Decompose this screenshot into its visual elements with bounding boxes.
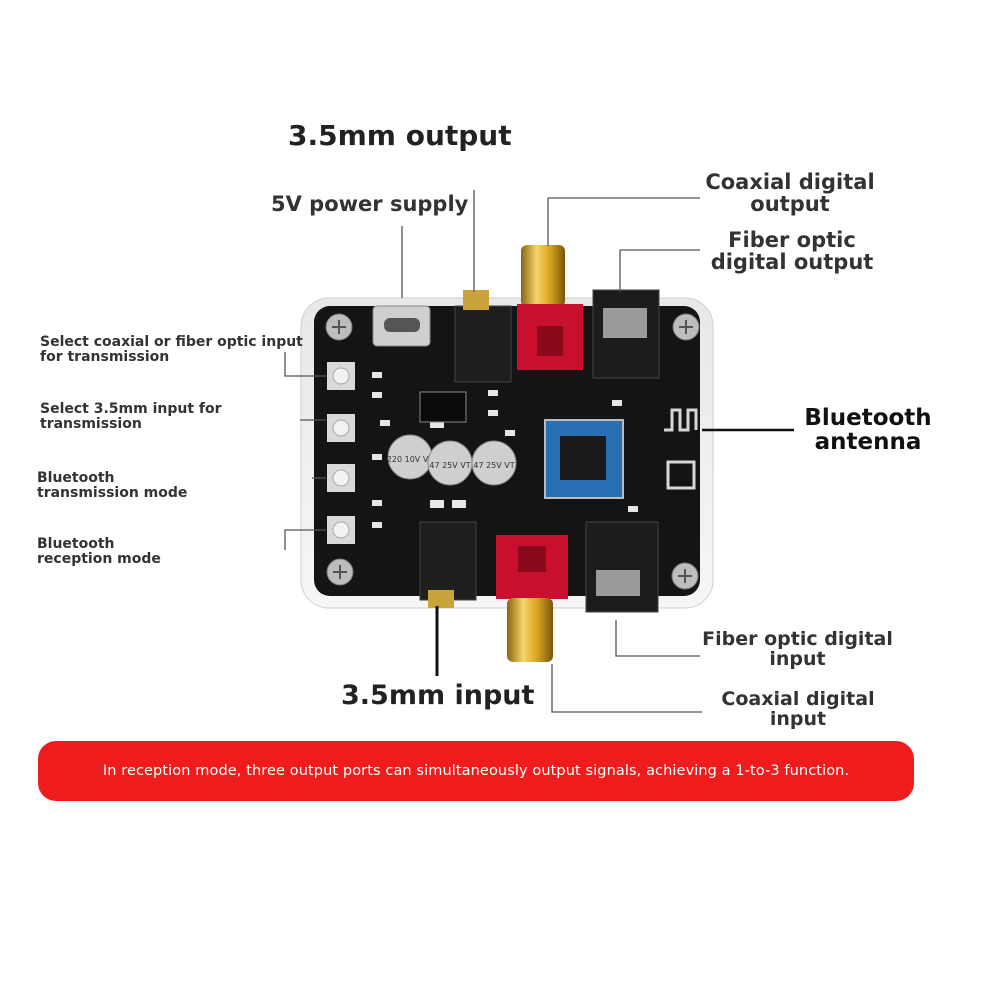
label-bt-antenna: Bluetooth antenna [804,405,932,456]
label-select-coax-fiber: Select coaxial or fiber optic input for … [40,334,303,365]
screw-bottom-left [326,558,354,586]
label-coaxial-input: Coaxial digital input [721,688,875,730]
label-select-35mm: Select 3.5mm input for transmission [40,401,222,432]
info-banner: In reception mode, three output ports ca… [38,741,914,801]
smd-parts [372,372,638,528]
callout-lines [284,190,702,713]
jack-35mm-output [454,305,512,383]
svg-text:220 10V VT: 220 10V VT [387,455,433,464]
label-fiber-input: Fiber optic digital input [702,628,893,670]
svg-text:47 25V VT: 47 25V VT [473,461,514,470]
label-5v-power: 5V power supply [271,192,469,216]
svg-text:47 25V VT: 47 25V VT [429,461,470,470]
jack-35mm-input [419,521,477,601]
label-fiber-output: Fiber optic digital output [710,228,874,275]
label-bt-tx-mode: Bluetooth transmission mode [37,470,188,501]
label-bt-rx-mode: Bluetooth reception mode [37,536,161,567]
screw-bottom-right [671,562,699,590]
screw-top-left [325,313,353,341]
label-35mm-output: 3.5mm output [288,119,512,152]
antenna-trace [664,408,698,432]
buttons [327,362,355,544]
label-35mm-input: 3.5mm input [341,680,535,711]
screw-top-right [672,313,700,341]
capacitor-1: 220 10V VT [387,434,433,480]
optical-input-port [585,521,659,613]
label-coaxial-output: Coaxial digital output [705,170,875,217]
capacitor-3: 47 25V VT [471,440,517,486]
capacitor-2: 47 25V VT [427,440,473,486]
rca-coaxial-output [521,245,565,307]
rca-coaxial-input [507,598,553,662]
